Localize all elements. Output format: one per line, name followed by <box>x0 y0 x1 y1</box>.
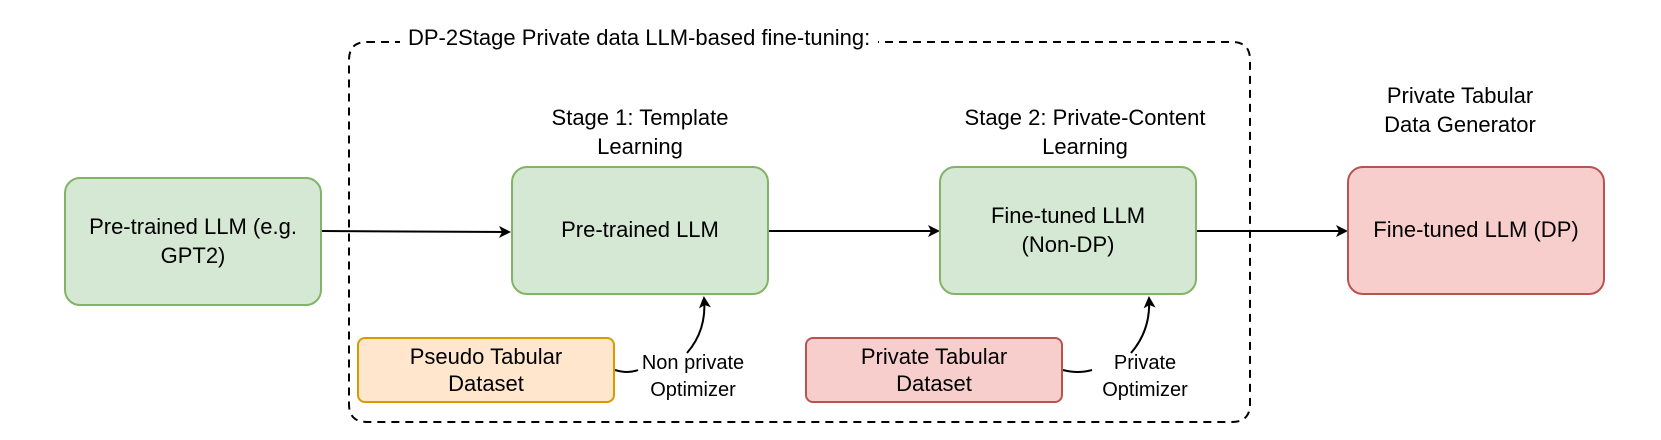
stage1-pretrained-llm-text: Pre-trained LLM <box>561 217 719 243</box>
stage2-finetuned-llm-line1: Fine-tuned LLM <box>990 202 1146 228</box>
pretrained-llm-gpt2-node: Pre-trained LLM (e.g. GPT2) <box>64 177 322 306</box>
private-tabular-dataset-line1: Private Tabular <box>860 343 1008 369</box>
stage1-label-line1: Stage 1: Template <box>551 105 729 130</box>
stage2-finetuned-llm-line2: (Non-DP) <box>1021 231 1115 257</box>
final-finetuned-llm-dp-node: Fine-tuned LLM (DP) <box>1347 166 1605 295</box>
stage2-finetuned-llm-node: Fine-tuned LLM (Non-DP) <box>939 166 1197 295</box>
non-private-optimizer-label: Non private Optimizer <box>628 350 758 404</box>
stage2-label: Stage 2: Private-Content Learning <box>930 104 1240 161</box>
stage1-label-line2: Learning <box>597 133 683 159</box>
stage2-label-line1: Stage 2: Private-Content <box>964 105 1206 130</box>
stage2-label-line2: Learning <box>1042 133 1128 159</box>
generator-label: Private Tabular Data Generator <box>1340 82 1580 139</box>
pretrained-llm-gpt2-line1: Pre-trained LLM (e.g. <box>89 213 297 239</box>
pseudo-tabular-dataset-node: Pseudo Tabular Dataset <box>357 337 615 403</box>
final-finetuned-llm-dp-text: Fine-tuned LLM (DP) <box>1373 217 1579 243</box>
connector-private-dataset-to-optimizer <box>1062 369 1093 373</box>
pseudo-tabular-dataset-line2: Dataset <box>448 371 524 396</box>
arrow-pretrained-to-stage1 <box>321 225 511 238</box>
private-optimizer-label: Private Optimizer <box>1085 350 1205 404</box>
arrow-non-private-optimizer-to-stage1 <box>686 296 711 354</box>
stage1-label: Stage 1: Template Learning <box>520 104 760 161</box>
arrow-private-optimizer-to-stage2 <box>1130 296 1156 354</box>
container-title: DP-2Stage Private data LLM-based fine-tu… <box>400 24 879 53</box>
container-border <box>348 41 1251 423</box>
private-optimizer-line1: Private <box>1113 352 1177 374</box>
non-private-optimizer-line2: Optimizer <box>650 379 736 401</box>
non-private-optimizer-line1: Non private <box>641 352 745 374</box>
private-optimizer-line2: Optimizer <box>1102 379 1188 401</box>
pretrained-llm-gpt2-line2: GPT2) <box>160 242 226 268</box>
generator-label-line2: Data Generator <box>1384 111 1536 137</box>
stage1-pretrained-llm-node: Pre-trained LLM <box>511 166 769 295</box>
generator-label-line1: Private Tabular <box>1386 83 1534 108</box>
private-tabular-dataset-line2: Dataset <box>896 371 972 396</box>
private-tabular-dataset-node: Private Tabular Dataset <box>805 337 1063 403</box>
connector-pseudo-dataset-to-optimizer <box>614 369 639 373</box>
pseudo-tabular-dataset-line1: Pseudo Tabular <box>409 343 563 369</box>
